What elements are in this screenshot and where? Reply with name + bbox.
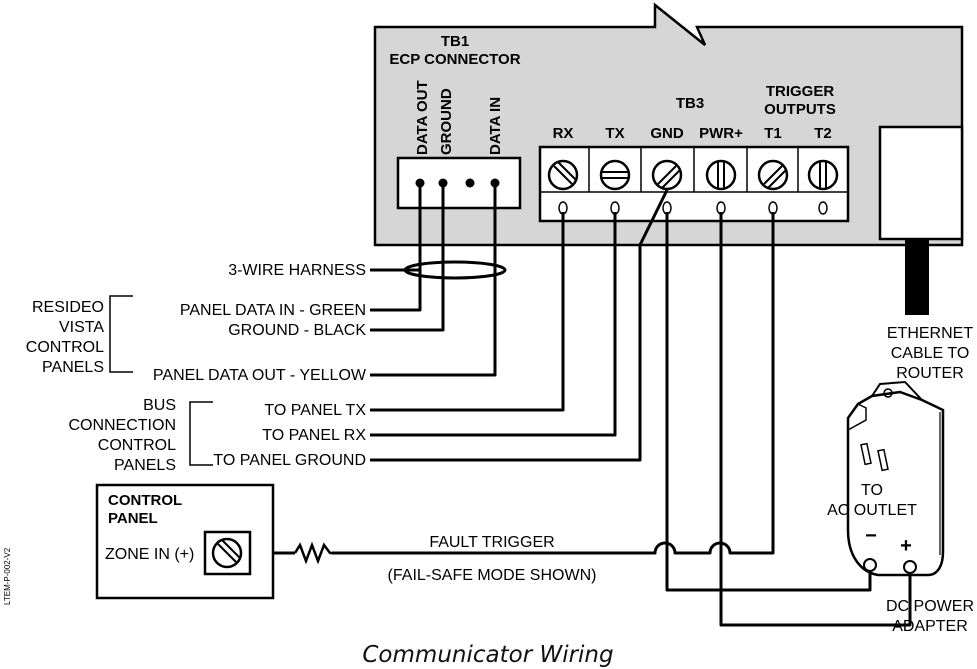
dc-adapter-label: DC POWER [886, 598, 974, 615]
trigger-outputs-label: TRIGGER [766, 83, 835, 100]
ethernet-label: ETHERNET [887, 325, 973, 342]
vista-group-title-line4: PANELS [42, 359, 104, 376]
terminal-label-gnd: GND [650, 125, 684, 142]
bus-group-title-line3: CONTROL [98, 437, 176, 454]
vista-group-title-line2: VISTA [59, 319, 104, 336]
vista-group-title-line3: CONTROL [26, 339, 104, 356]
tb3-screw-tx [599, 159, 631, 191]
harness-label: 3-WIRE HARNESS [228, 262, 366, 279]
tb3-screw-rx [547, 159, 579, 191]
adapter-prong [860, 442, 872, 466]
tb3-title: TB3 [676, 95, 704, 112]
ac-outlet-label: TO [861, 482, 883, 499]
vista-wire-black: GROUND - BLACK [228, 322, 366, 339]
tb3-screw-pwr [705, 159, 737, 191]
ecp-pin-unused [465, 178, 475, 188]
zone-in-label: ZONE IN (+) [105, 546, 194, 563]
ecp-pin-data-out [415, 178, 425, 188]
vista-wire-green: PANEL DATA IN - GREEN [180, 302, 366, 319]
tb3-screw-gnd [651, 159, 683, 191]
fault-trigger-label: FAULT TRIGGER [429, 534, 554, 551]
wiring [252, 186, 912, 627]
ethernet-jack [878, 125, 964, 241]
terminal-label-t2: T2 [814, 125, 832, 142]
ethernet-label-line3: ROUTER [896, 365, 964, 382]
adapter-terminal-minus [863, 558, 877, 572]
terminal-label-tx: TX [605, 125, 624, 142]
tb1-subtitle: ECP CONNECTOR [389, 51, 520, 68]
fault-trigger-mode: (FAIL-SAFE MODE SHOWN) [388, 567, 597, 584]
ethernet-label-line2: CABLE TO [891, 345, 970, 362]
terminal-label-pwr: PWR+ [699, 125, 743, 142]
bus-group-title-line4: PANELS [114, 457, 176, 474]
trigger-outputs-label-line2: OUTPUTS [764, 101, 836, 118]
bus-group-title-line2: CONNECTION [68, 417, 176, 434]
ecp-pin-label-data-out: DATA OUT [414, 80, 431, 155]
vista-group-title: RESIDEO [32, 299, 104, 316]
bus-bracket [189, 401, 213, 466]
adapter-plus-label: + [900, 535, 912, 557]
terminal-label-rx: RX [553, 125, 574, 142]
vista-wire-yellow: PANEL DATA OUT - YELLOW [153, 367, 367, 384]
communicator-board: TB1 ECP CONNECTOR DATA OUT GROUND DATA I… [373, 2, 964, 247]
adapter-minus-label: − [865, 525, 877, 547]
vista-bracket [109, 295, 133, 373]
bus-group-title: BUS [143, 397, 176, 414]
ethernet-cable [905, 239, 929, 315]
ecp-pin-data-in [490, 178, 500, 188]
ecp-pin-ground [438, 178, 448, 188]
bus-wire-ground: TO PANEL GROUND [213, 452, 366, 469]
ecp-pin-label-data-in: DATA IN [487, 97, 504, 155]
diagram-caption: Communicator Wiring [362, 642, 613, 668]
tb1-title: TB1 [441, 33, 469, 50]
harness-ring [403, 260, 507, 280]
control-panel-title: CONTROL [108, 492, 182, 509]
bus-wire-tx: TO PANEL TX [264, 402, 366, 419]
document-code: LTEM-P-002-V2 [3, 547, 12, 605]
tb3-screw-t1 [757, 159, 789, 191]
adapter-prong-2 [877, 448, 889, 472]
control-panel-box: CONTROL PANEL ZONE IN (+) [95, 483, 275, 600]
resistor-symbol [293, 541, 332, 565]
ac-outlet-label-line2: AC OUTLET [827, 502, 917, 519]
zone-screw [211, 537, 243, 569]
dc-power-adapter: TO AC OUTLET − + [827, 380, 945, 577]
dc-adapter-label-line2: ADAPTER [892, 618, 968, 635]
tb3-screw-t2 [807, 159, 839, 191]
control-panel-title-line2: PANEL [108, 510, 158, 527]
bus-wire-rx: TO PANEL RX [262, 427, 366, 444]
terminal-label-t1: T1 [764, 125, 782, 142]
ecp-pin-label-ground: GROUND [438, 88, 455, 155]
adapter-terminal-plus [903, 560, 917, 574]
